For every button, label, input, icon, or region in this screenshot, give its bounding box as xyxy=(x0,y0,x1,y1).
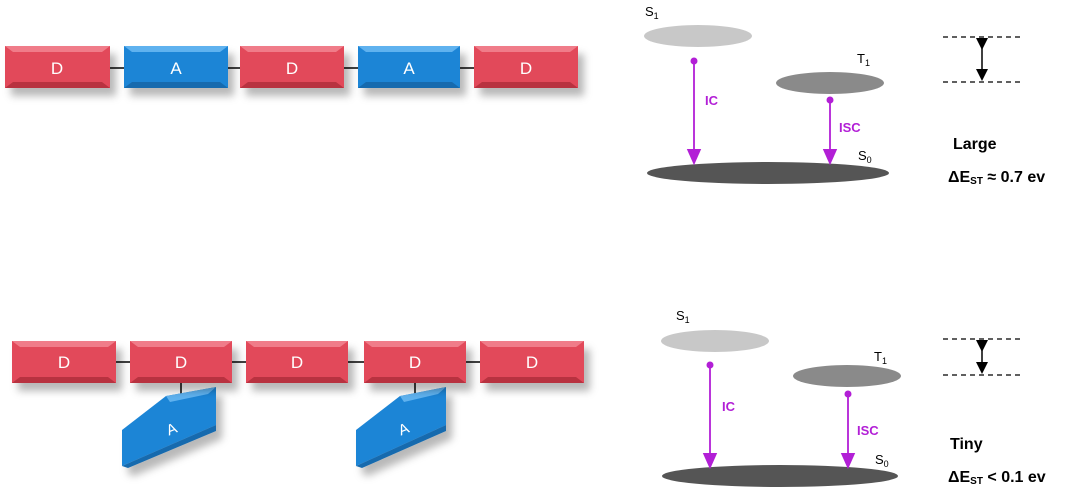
top-panel: D A D A xyxy=(5,4,1045,187)
bottom-energy-levels: S1 T1 S0 IC ISC xyxy=(661,308,901,487)
bottom-gap-indicator: Tiny ΔEST < 0.1 ev xyxy=(943,338,1046,487)
block-label: A xyxy=(403,59,415,78)
block-label: D xyxy=(526,353,538,372)
chain-block-donor: D xyxy=(480,341,584,383)
chain-block-acceptor: A xyxy=(124,46,228,88)
top-chain: D A D A xyxy=(5,46,578,88)
block-label: D xyxy=(520,59,532,78)
s0-level-label: S0 xyxy=(875,452,889,469)
s0-level-disc xyxy=(662,465,898,487)
t1-level-disc xyxy=(776,72,884,94)
chain-block-donor: D xyxy=(130,341,232,383)
gap-size-word: Tiny xyxy=(950,436,983,453)
block-label: D xyxy=(291,353,303,372)
s0-level-label: S0 xyxy=(858,148,872,165)
s1-level-label: S1 xyxy=(676,308,690,325)
chain-block-donor: D xyxy=(5,46,110,88)
gap-formula: ΔEST ≈ 0.7 ev xyxy=(948,169,1045,187)
ic-label: IC xyxy=(705,93,719,108)
pendant-acceptor: A xyxy=(122,387,216,468)
chain-block-acceptor: A xyxy=(358,46,460,88)
t1-level-disc xyxy=(793,365,901,387)
s0-level-disc xyxy=(647,162,889,184)
chain-block-donor: D xyxy=(474,46,578,88)
gap-formula: ΔEST < 0.1 ev xyxy=(948,469,1046,487)
isc-label: ISC xyxy=(857,423,879,438)
block-label: D xyxy=(51,59,63,78)
s1-level-label: S1 xyxy=(645,4,659,21)
t1-level-label: T1 xyxy=(857,51,870,68)
isc-label: ISC xyxy=(839,120,861,135)
ic-label: IC xyxy=(722,399,736,414)
top-energy-levels: S1 T1 S0 IC ISC xyxy=(644,4,889,184)
chain-block-donor: D xyxy=(240,46,344,88)
block-label: D xyxy=(286,59,298,78)
s1-level-disc xyxy=(661,330,769,352)
top-gap-indicator: Large ΔEST ≈ 0.7 ev xyxy=(943,36,1045,187)
bottom-chain: D D D D xyxy=(12,341,584,383)
gap-size-word: Large xyxy=(953,136,997,153)
chain-block-donor: D xyxy=(364,341,466,383)
chain-block-donor: D xyxy=(12,341,116,383)
chain-block-donor: D xyxy=(246,341,348,383)
pendant-acceptor: A xyxy=(356,387,446,468)
bottom-panel: A A D D xyxy=(12,308,1046,487)
block-label: A xyxy=(170,59,182,78)
block-label: D xyxy=(409,353,421,372)
block-label: D xyxy=(58,353,70,372)
t1-level-label: T1 xyxy=(874,349,887,366)
block-label: D xyxy=(175,353,187,372)
s1-level-disc xyxy=(644,25,752,47)
